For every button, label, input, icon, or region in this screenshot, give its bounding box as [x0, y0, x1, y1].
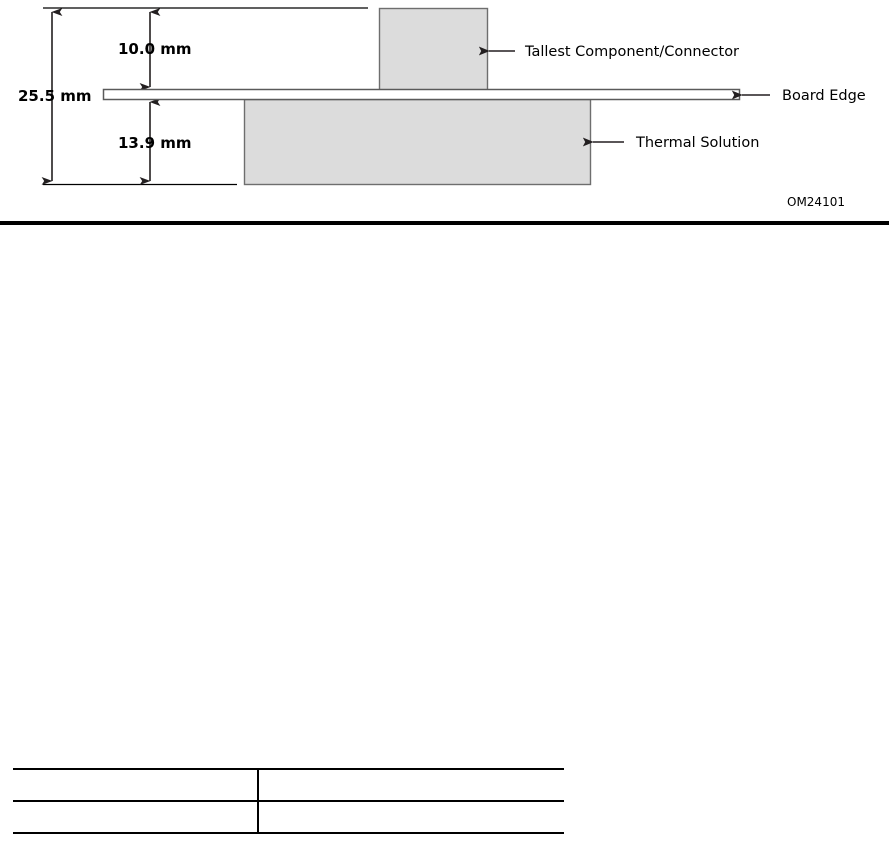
callout-label-thermal-solution: Thermal Solution [635, 135, 759, 151]
board-edge-strip [102, 88, 741, 101]
table-cell [258, 768, 564, 802]
dimension-label-overall: 25.5 mm [18, 87, 92, 105]
tallest-component-block [378, 7, 489, 91]
table-cell [258, 801, 564, 834]
table-cell [13, 768, 259, 802]
thermal-solution-block [243, 98, 592, 186]
bottom-table [13, 768, 564, 834]
callout-label-board-edge: Board Edge [782, 88, 866, 104]
horizontal-rule-divider [0, 221, 889, 225]
board-clearance-diagram: 25.5 mm 10.0 mm 13.9 mm Tallest Componen… [18, 7, 866, 209]
dimension-label-above-board: 10.0 mm [118, 40, 192, 58]
dimension-label-below-board: 13.9 mm [118, 134, 192, 152]
table-cell [13, 801, 259, 834]
figure-id-code: OM24101 [787, 195, 845, 209]
table-row [13, 801, 564, 834]
table-row [13, 768, 564, 802]
callout-label-tallest-component: Tallest Component/Connector [524, 44, 739, 60]
